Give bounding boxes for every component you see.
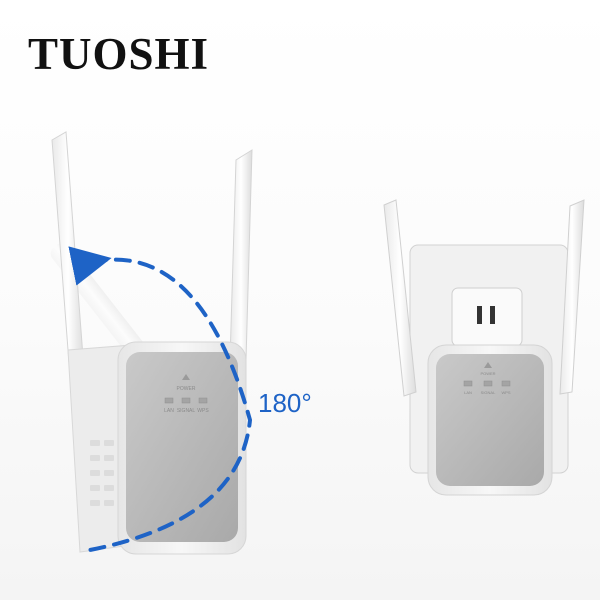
right-right-antenna	[559, 199, 585, 395]
right-led-indicators: POWER LAN SIGNAL WPS	[463, 362, 511, 395]
rotation-angle-label: 180°	[258, 388, 312, 418]
led-indicators: POWER LAN SIGNAL WPS	[164, 374, 209, 414]
front-panel	[126, 352, 238, 542]
right-led-label-power: POWER	[480, 371, 495, 376]
led-label-power: POWER	[177, 386, 196, 392]
right-front-panel	[436, 354, 544, 486]
right-led-label-signal: SIGNAL	[481, 390, 496, 395]
brand-logo-text: TUOSHI	[28, 29, 210, 79]
right-repeater: POWER LAN SIGNAL WPS	[383, 199, 585, 496]
led-label-wps: WPS	[197, 408, 209, 414]
wall-socket	[451, 287, 523, 347]
led-label-lan: LAN	[164, 408, 174, 414]
left-repeater: POWER LAN SIGNAL WPS	[50, 131, 253, 555]
right-led-label-lan: LAN	[464, 390, 472, 395]
right-led-label-wps: WPS	[501, 390, 510, 395]
vent-slots	[90, 440, 114, 506]
rotation-arrow	[68, 246, 253, 552]
right-antenna	[229, 149, 253, 361]
right-left-antenna	[383, 199, 417, 397]
led-label-signal: SIGNAL	[177, 408, 196, 414]
